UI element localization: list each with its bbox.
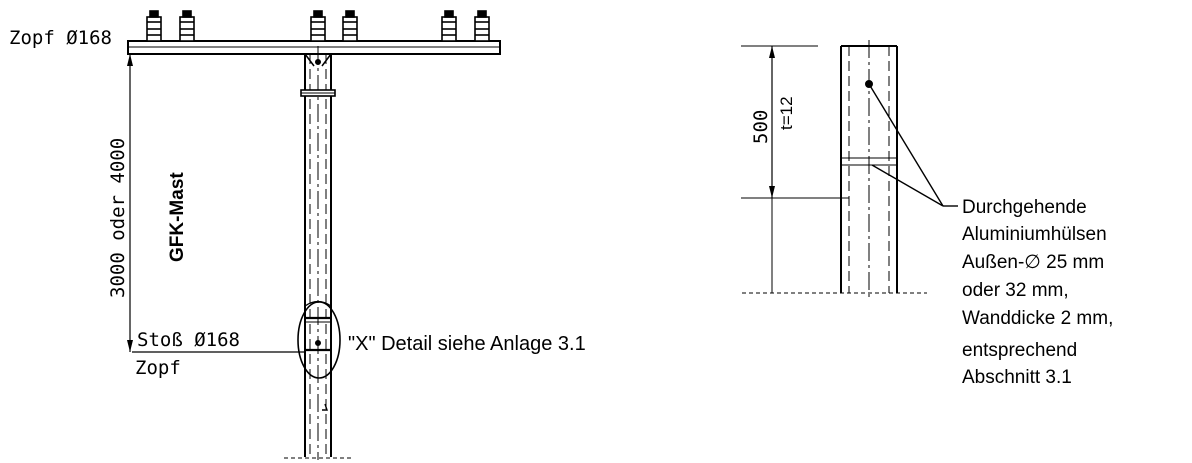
- note-line: Außen-∅ 25 mm: [962, 252, 1104, 273]
- note-line: Durchgehende: [962, 197, 1087, 218]
- pole-elevation-view: [127, 10, 501, 460]
- insulator: [342, 10, 358, 42]
- detail-callout: "X" Detail siehe Anlage 3.1: [348, 333, 586, 355]
- crossarm: [127, 40, 501, 55]
- note-line: Aluminiumhülsen: [962, 224, 1107, 245]
- height-dimension-label: 3000 oder 4000: [107, 138, 129, 298]
- insulator: [441, 10, 457, 42]
- pole-shaft: [300, 46, 336, 460]
- insulator: [179, 10, 195, 42]
- sleeve-detail-view: [741, 40, 958, 299]
- note-line: entsprechend: [962, 340, 1077, 361]
- stoss-label: Stoß Ø168: [137, 329, 240, 351]
- note-line: oder 32 mm,: [962, 280, 1069, 301]
- note-line: Abschnitt 3.1: [962, 367, 1072, 388]
- note-leader-lines: [868, 83, 958, 207]
- pole-segment: [840, 40, 898, 299]
- detail-x-ellipse: [297, 301, 341, 379]
- dimension-500: [741, 45, 849, 293]
- note-line: Wanddicke 2 mm,: [962, 308, 1113, 329]
- zopf-top-label: Zopf Ø168: [9, 27, 112, 49]
- height-dimension: [127, 53, 300, 352]
- mast-label: GFK-Mast: [167, 172, 188, 262]
- insulator: [310, 10, 326, 42]
- insulator: [146, 10, 162, 42]
- sleeve-note: Durchgehende Aluminiumhülsen Außen-∅ 25 …: [962, 197, 1113, 388]
- wall-thickness-label: t=12: [777, 96, 796, 130]
- dimension-500-label: 500: [750, 110, 772, 144]
- zopf-bottom-label: Zopf: [135, 357, 181, 379]
- insulator: [474, 10, 490, 42]
- insulators: [146, 10, 490, 42]
